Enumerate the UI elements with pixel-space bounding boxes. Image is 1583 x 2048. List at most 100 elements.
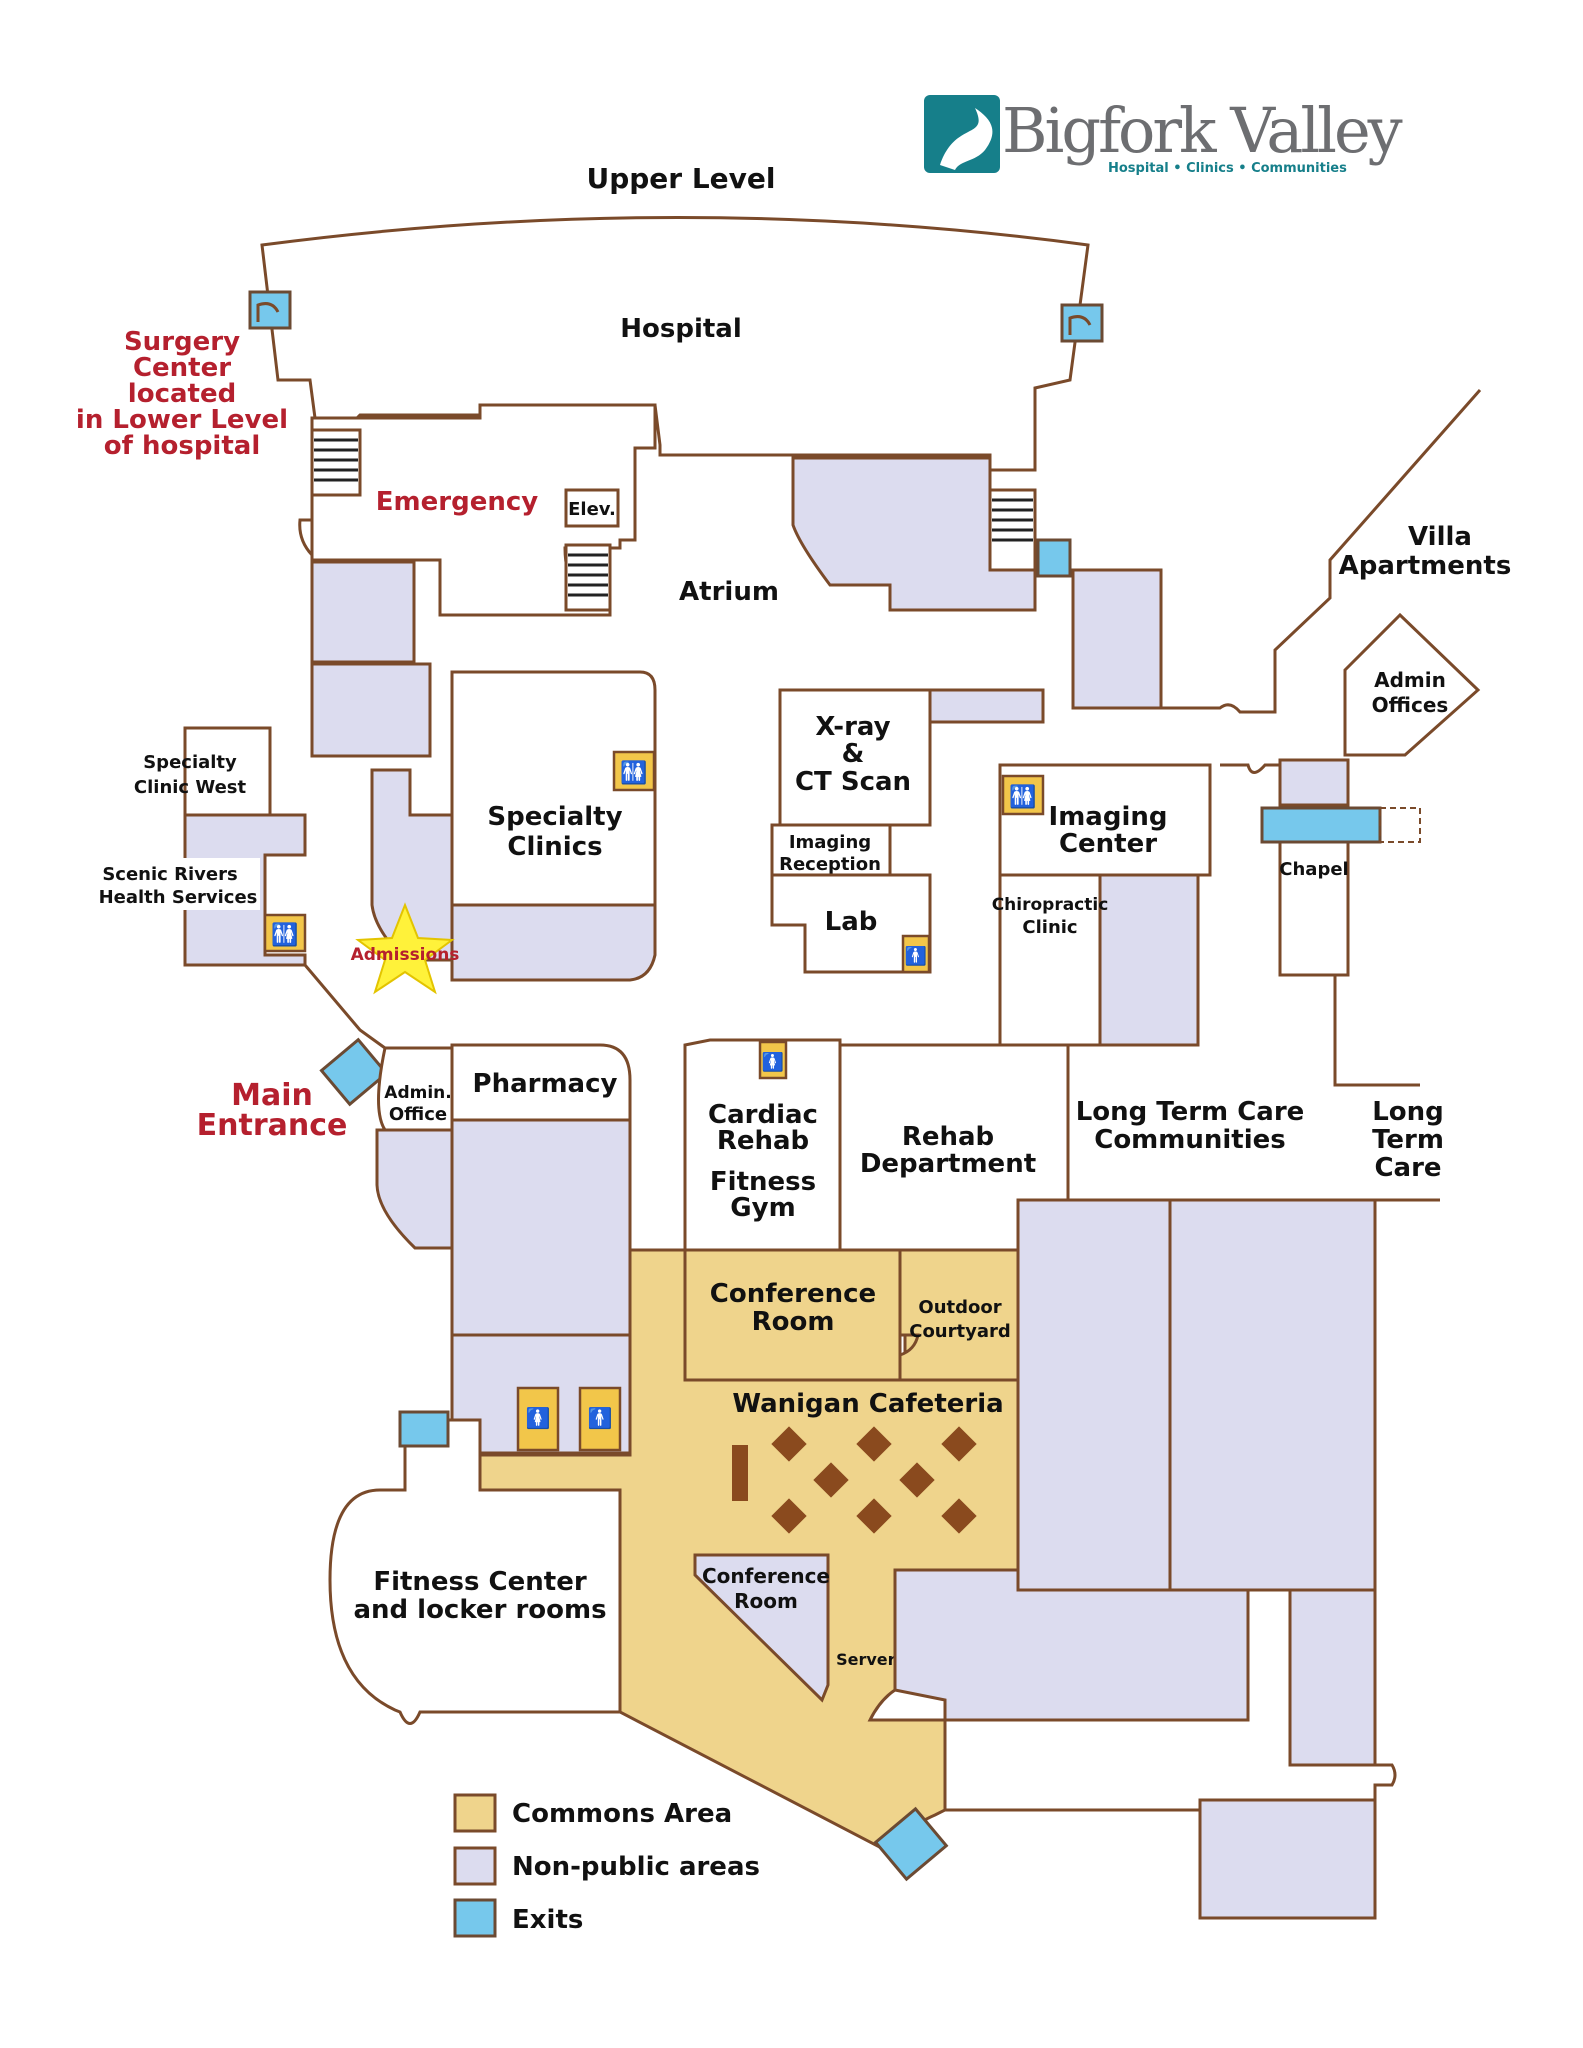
- room-ltc-communities: Communities: [1094, 1125, 1286, 1155]
- exit-hospital-east: [1060, 303, 1104, 343]
- room-imaging-reception: Imaging: [789, 832, 871, 853]
- room-chiropractic: Chiropractic: [992, 895, 1109, 915]
- room-specialty-clinics: Specialty: [487, 802, 622, 832]
- exit-chapel-dashed: [1379, 807, 1421, 843]
- nonpublic-ltc-3: [893, 1568, 1250, 1722]
- room-fitness-gym: Gym: [730, 1193, 795, 1223]
- restroom-commons-women[interactable]: [516, 1386, 560, 1452]
- exit-main-entrance: [319, 1037, 389, 1107]
- room-long-term-care: Care: [1374, 1153, 1441, 1183]
- room-conference-small: Room: [734, 1589, 798, 1613]
- table-icon: [852, 1494, 896, 1538]
- xray-ct-room: [778, 688, 932, 827]
- room-conference-main: Room: [752, 1307, 835, 1337]
- room-villa: Villa: [1408, 522, 1472, 552]
- room-long-term-care: Term: [1372, 1125, 1444, 1155]
- outdoor-courtyard: [898, 1248, 1020, 1382]
- conference-room-small: [693, 1553, 830, 1703]
- nonpublic-chiropractic: [1098, 873, 1200, 1047]
- restroom-icon: 🚻: [620, 760, 647, 786]
- room-ltc-communities: Long Term Care: [1076, 1097, 1305, 1127]
- room-fitness-gym: Fitness: [710, 1167, 816, 1197]
- ltc-wall: [1200, 1763, 1397, 1802]
- room-fitness-center: Fitness Center: [373, 1567, 587, 1597]
- surgery-note-line: in Lower Level: [76, 405, 288, 435]
- room-atrium: Atrium: [679, 577, 779, 607]
- door-icon: [1068, 315, 1092, 335]
- stairs-atrium-east: [988, 488, 1037, 572]
- room-rehab-department: Rehab: [902, 1122, 994, 1152]
- room-admin-office: Admin.: [384, 1083, 451, 1103]
- table-icon: [767, 1422, 811, 1466]
- exit-atrium-east: [1036, 538, 1072, 578]
- stairs-emergency-west: [310, 428, 362, 497]
- room-hospital: Hospital: [620, 314, 742, 344]
- restroom-imaging[interactable]: [1001, 774, 1045, 816]
- pharmacy: [450, 1043, 632, 1122]
- room-scenic-rivers: Health Services: [99, 887, 258, 908]
- surgery-center-note: Surgery Center located in Lower Level of…: [76, 327, 288, 461]
- legend-swatch-commons: [453, 1793, 497, 1833]
- restroom-commons-men[interactable]: [578, 1386, 622, 1452]
- table-icon: [767, 1494, 811, 1538]
- door-icon: [256, 302, 280, 322]
- restroom-men-icon: 🚹: [588, 1406, 613, 1430]
- exit-chapel: [1260, 806, 1382, 844]
- specialty-clinics-nonpublic: [450, 903, 657, 982]
- room-outdoor-courtyard: Outdoor: [918, 1297, 1001, 1318]
- legend-swatch-nonpublic: [453, 1846, 497, 1886]
- room-admin-office: Office: [389, 1104, 447, 1125]
- table-icon: [895, 1458, 939, 1502]
- room-admin-offices: Admin: [1374, 668, 1446, 692]
- admissions-star-icon[interactable]: [355, 902, 455, 995]
- restroom-icon: 🚺: [762, 1051, 784, 1073]
- admin-offices: [1343, 612, 1481, 757]
- imaging-center: [998, 763, 1212, 877]
- main-entrance-line: Main: [231, 1078, 313, 1113]
- room-specialty-clinic-west: Clinic West: [134, 777, 247, 798]
- room-scenic-rivers: Scenic Rivers: [102, 864, 237, 885]
- main-entrance-label: Main Entrance: [197, 1078, 348, 1143]
- legend-swatch-exits: [453, 1898, 497, 1938]
- room-xray: &: [842, 739, 865, 769]
- room-conference-small: Conference: [702, 1564, 830, 1588]
- room-pharmacy: Pharmacy: [473, 1069, 618, 1099]
- room-specialty-clinic-west: Specialty: [143, 752, 237, 773]
- room-outdoor-courtyard: Courtyard: [909, 1321, 1011, 1342]
- nonpublic-west-2: [310, 662, 432, 758]
- nonpublic-ltc-1: [1016, 1198, 1172, 1592]
- room-fitness-center: and locker rooms: [353, 1595, 606, 1625]
- logo-river-icon: [940, 108, 993, 170]
- table-icon: [852, 1422, 896, 1466]
- specialty-clinics: [450, 670, 657, 907]
- room-conference-main: Conference: [710, 1279, 876, 1309]
- map-title: Upper Level: [586, 162, 775, 195]
- restroom-west[interactable]: [263, 913, 307, 953]
- nonpublic-ltc-5: [1198, 1798, 1377, 1920]
- scenic-rivers-label-bg: [105, 858, 260, 910]
- surgery-note-line: of hospital: [104, 431, 260, 461]
- restroom-lab[interactable]: [901, 934, 931, 974]
- room-imaging-center: Center: [1059, 829, 1157, 859]
- elevator: [564, 488, 620, 528]
- restroom-specialty-clinics[interactable]: [612, 750, 656, 792]
- surgery-note-line: Center: [133, 353, 231, 383]
- legend-label: Non-public areas: [512, 1852, 760, 1882]
- table-icon: [809, 1458, 853, 1502]
- room-imaging-center: Imaging: [1049, 802, 1168, 832]
- legend: Commons Area Non-public areas Exits: [453, 1793, 760, 1938]
- room-emergency: Emergency: [376, 487, 538, 517]
- lab-room: [770, 873, 932, 974]
- table-icon: [937, 1494, 981, 1538]
- legend-label: Exits: [512, 1905, 583, 1935]
- logo: Bigfork Valley Hospital • Clinics • Comm…: [924, 94, 1406, 176]
- nonpublic-ltc-2: [1168, 1198, 1377, 1592]
- fitness-center: [328, 1418, 622, 1725]
- main-entrance-line: Entrance: [197, 1108, 348, 1143]
- room-wanigan-cafeteria: Wanigan Cafeteria: [732, 1389, 1003, 1419]
- nonpublic-ltc-4: [1288, 1588, 1377, 1767]
- surgery-note-line: Surgery: [124, 327, 240, 357]
- nonpublic-pharmacy: [450, 1118, 632, 1337]
- room-chiropractic: Clinic: [1022, 917, 1077, 938]
- restroom-cardiac[interactable]: [758, 1040, 788, 1080]
